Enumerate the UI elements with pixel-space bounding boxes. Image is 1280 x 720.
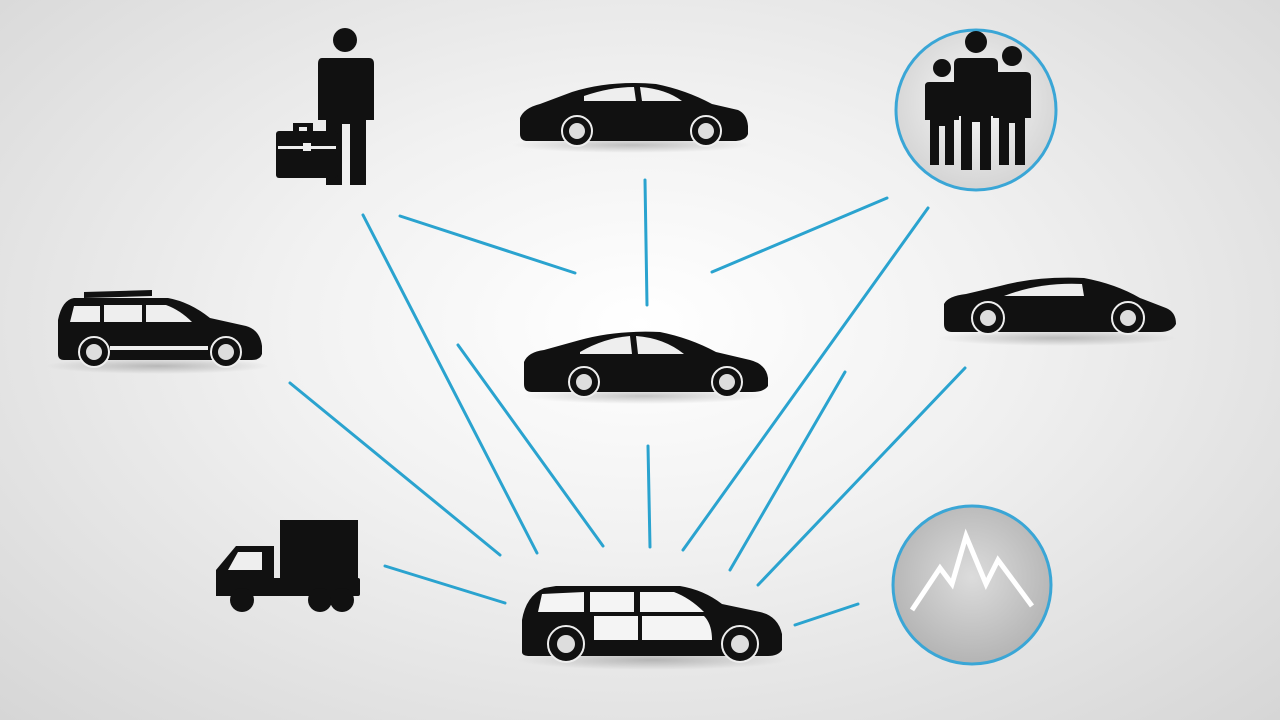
connector-line <box>710 196 889 274</box>
suv-icon <box>46 290 270 374</box>
connector-line <box>793 602 860 627</box>
connector-line <box>361 213 539 555</box>
connector-line <box>728 370 847 572</box>
connector-line <box>398 214 577 275</box>
connector-lines <box>288 178 967 627</box>
connector-line <box>643 178 649 307</box>
connector-line <box>383 564 507 605</box>
terrain-mountains-icon <box>891 504 1053 666</box>
connector-line <box>756 366 967 587</box>
business-traveler-icon <box>276 28 374 185</box>
delivery-truck-icon <box>216 520 360 612</box>
station-wagon-hub-icon <box>517 586 787 670</box>
sedan-top-icon <box>512 83 752 153</box>
connector-line <box>288 381 502 557</box>
connector-line <box>681 206 930 552</box>
connector-line <box>646 444 652 549</box>
sports-car-icon <box>938 277 1178 346</box>
group-of-people-icon <box>894 28 1058 192</box>
sedan-center-icon <box>522 331 768 404</box>
connector-line <box>456 343 605 548</box>
